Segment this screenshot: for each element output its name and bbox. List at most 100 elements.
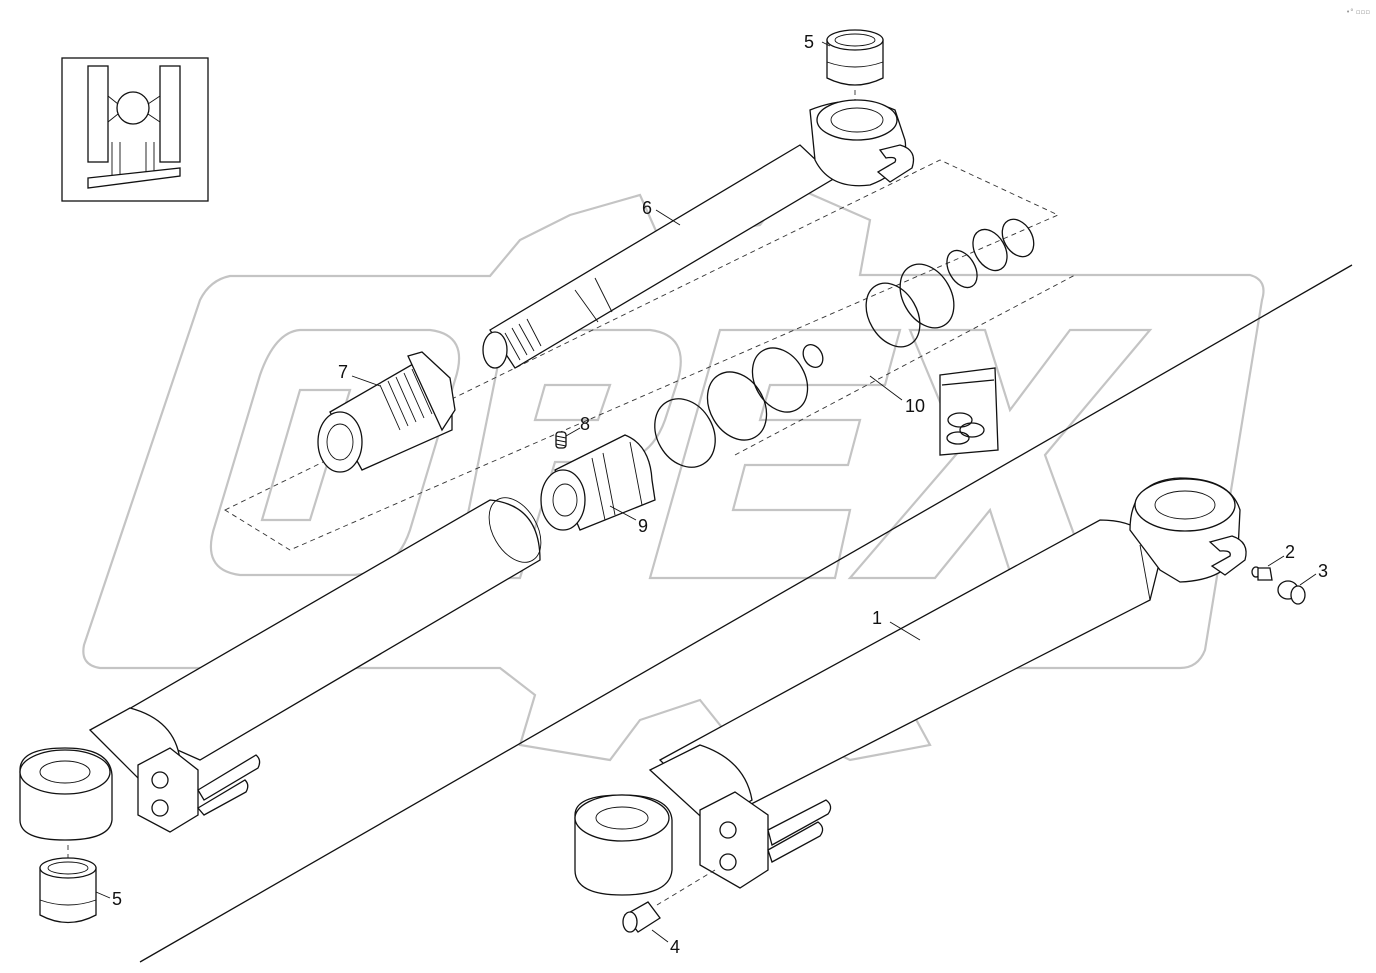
gland xyxy=(317,351,456,473)
assembly-port-2 xyxy=(719,853,737,871)
seal-ring-8 xyxy=(972,228,1008,272)
seal-ring-5 xyxy=(865,282,921,348)
cylinder-assembly xyxy=(574,477,1247,896)
cylinder-barrel-left xyxy=(19,497,542,841)
piston-rod-thread-end xyxy=(482,331,508,369)
piston-rod-steps xyxy=(504,277,613,361)
gland-nut xyxy=(407,351,456,432)
grease-nipple-body xyxy=(1257,567,1273,581)
callout-3: 3 xyxy=(1318,561,1328,581)
thumbnail-circle xyxy=(116,91,150,125)
watermark-letter-o xyxy=(209,328,461,577)
grease-clip-top xyxy=(876,144,915,183)
callout-4: 4 xyxy=(670,937,680,957)
piston-face xyxy=(540,469,586,531)
corner-mark: •° ▫▫▫ xyxy=(1346,8,1370,16)
callout-9: 9 xyxy=(638,516,648,536)
leader-1 xyxy=(889,621,921,641)
callout-labels: 1 2 3 4 5 5 6 7 8 9 10 xyxy=(112,32,1328,957)
assembly-pipe-2 xyxy=(767,821,824,863)
thumbnail-inset xyxy=(61,57,209,202)
gland-thread xyxy=(379,364,441,431)
barrel-left-port-2 xyxy=(151,799,169,817)
piston-rod-eye-bore xyxy=(830,107,884,133)
port-fitting-leader xyxy=(656,869,716,906)
thumbnail-bar-left xyxy=(87,65,109,163)
barrel-left-pipe-2 xyxy=(197,779,249,816)
bushing-top-rim xyxy=(826,29,884,51)
assembly-pipe-1 xyxy=(767,799,832,846)
seal-ring-9 xyxy=(1001,218,1035,258)
bushing-top-groove xyxy=(826,61,884,68)
barrel-left-pipe-1 xyxy=(197,754,261,801)
assembly-base-eye-top xyxy=(574,794,670,842)
seal-kit-bag-oring-1 xyxy=(947,412,973,428)
bushing-top xyxy=(826,29,884,86)
thumbnail-links xyxy=(107,95,161,178)
bushing-bottom xyxy=(39,857,97,924)
piston-bore xyxy=(552,483,578,517)
barrel-left-port-1 xyxy=(151,771,169,789)
seal-ring-1 xyxy=(654,398,716,468)
assembly-port-block xyxy=(699,791,769,889)
watermark-letter-o-inner xyxy=(260,388,352,522)
callout-6: 6 xyxy=(642,198,652,218)
barrel-left-tube xyxy=(108,499,541,761)
port-fitting-end xyxy=(622,911,638,933)
watermark-letter-e xyxy=(648,328,902,580)
seal-dashed-guide xyxy=(734,274,1076,456)
callout-leaders xyxy=(95,41,1317,943)
grease-nipple xyxy=(1251,566,1273,581)
bushing-bottom-body xyxy=(39,867,97,924)
barrel-left-eye-bore xyxy=(39,760,91,784)
leader-6 xyxy=(655,209,681,226)
bushing-bottom-bore xyxy=(47,861,89,875)
leader-7 xyxy=(351,375,381,387)
port-fitting xyxy=(622,901,661,933)
grease-cap xyxy=(1277,580,1306,605)
leader-10 xyxy=(869,375,903,401)
leader-2 xyxy=(1267,555,1285,567)
seal-kit-rings xyxy=(654,218,1035,468)
leader-9 xyxy=(609,505,637,521)
barrel-left-port-block xyxy=(137,747,199,833)
piston-grooves xyxy=(591,441,643,521)
assembly-base-eye-bore xyxy=(595,806,649,830)
callout-8: 8 xyxy=(580,414,590,434)
callout-5-bottom: 5 xyxy=(112,889,122,909)
leader-3 xyxy=(1299,573,1317,586)
seal-kit-bag xyxy=(939,367,999,456)
callout-1: 1 xyxy=(872,608,882,628)
callout-7: 7 xyxy=(338,362,348,382)
leader-5a xyxy=(821,41,831,47)
thumbnail-bar-right xyxy=(159,65,181,163)
seal-ring-6 xyxy=(899,263,955,329)
seal-kit-bag-oring-2 xyxy=(959,422,985,438)
grease-clip-assembly xyxy=(1208,535,1247,576)
bushing-bottom-groove xyxy=(39,899,97,906)
leader-5b xyxy=(95,891,111,899)
seal-ring-4 xyxy=(802,344,824,368)
piston-rod-eye-top xyxy=(816,99,898,141)
grease-cap-dome xyxy=(1290,585,1306,605)
leader-4 xyxy=(651,929,669,943)
gland-end xyxy=(317,411,363,473)
assembly-rod-eye-bore xyxy=(1154,490,1216,520)
bushing-top-bore xyxy=(834,33,876,47)
barrel-left-eye-top xyxy=(19,749,111,795)
reference-line xyxy=(139,264,1353,963)
piston-rod xyxy=(482,99,915,369)
callout-2: 2 xyxy=(1285,542,1295,562)
piston xyxy=(540,434,656,531)
seal-ring-7 xyxy=(946,249,978,289)
barrel-left-end xyxy=(488,497,542,563)
callout-5-top: 5 xyxy=(804,32,814,52)
leader-8 xyxy=(565,427,581,437)
seal-kit-bag-oring-3 xyxy=(946,431,970,445)
thumbnail-base xyxy=(87,167,181,189)
assembly-port-1 xyxy=(719,821,737,839)
set-screw xyxy=(555,431,567,449)
bushing-bottom-rim xyxy=(39,857,97,879)
assembly-barrel-ring xyxy=(1139,544,1151,601)
seal-ring-2 xyxy=(706,371,768,441)
